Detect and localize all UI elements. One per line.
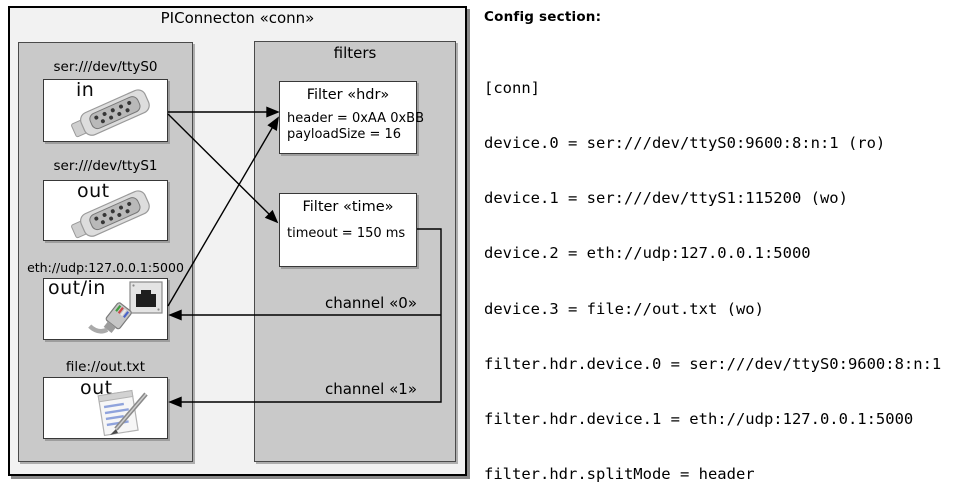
filter-property: payloadSize = 16 xyxy=(287,126,402,142)
filter-property: timeout = 150 ms xyxy=(287,226,406,241)
device-box-ttys1: out xyxy=(43,180,168,241)
filter-properties: timeout = 150 ms xyxy=(287,226,405,242)
serial-connector-icon xyxy=(71,89,150,138)
filter-title: Filter «hdr» xyxy=(306,87,390,103)
config-lines: [conn] device.0 = ser:///dev/ttyS0:9600:… xyxy=(484,42,951,484)
db9-connector xyxy=(71,190,150,239)
device-label-eth: eth://udp:127.0.0.1:5000 xyxy=(27,260,184,275)
config-line: device.1 = ser:///dev/ttyS1:115200 (wo) xyxy=(484,189,848,208)
filter-box-time: Filter «time» timeout = 150 ms xyxy=(279,193,417,267)
config-line: device.3 = file://out.txt (wo) xyxy=(484,299,764,318)
port-direction-label: out xyxy=(80,377,113,399)
channel-0-label: channel «0» xyxy=(324,294,417,312)
config-line: device.2 = eth://udp:127.0.0.1:5000 xyxy=(484,244,811,263)
db9-connector xyxy=(71,89,150,138)
config-line: filter.hdr.splitMode = header xyxy=(484,465,755,484)
ethernet-icon xyxy=(88,281,163,334)
filter-title: Filter «time» xyxy=(302,199,394,215)
filter-properties: header = 0xAA 0xBB payloadSize = 16 xyxy=(287,111,424,142)
channel-1-label: channel «1» xyxy=(324,380,417,398)
device-label-ttys0: ser:///dev/ttyS0 xyxy=(53,59,158,75)
serial-connector-icon xyxy=(71,190,150,239)
filter-box-hdr: Filter «hdr» header = 0xAA 0xBB payloadS… xyxy=(279,81,424,154)
config-line: device.0 = ser:///dev/ttyS0:9600:8:n:1 (… xyxy=(484,134,886,153)
filter-property: header = 0xAA 0xBB xyxy=(287,111,425,126)
filters-container-label: filters xyxy=(333,44,377,62)
rj45-plug xyxy=(88,302,132,334)
device-box-ttys0: in xyxy=(43,79,168,142)
config-line: filter.hdr.device.1 = eth://udp:127.0.0.… xyxy=(484,410,914,429)
pen xyxy=(110,392,148,435)
config-heading: Config section: xyxy=(484,9,602,25)
file-notepad-icon xyxy=(97,389,148,437)
device-box-file: out xyxy=(43,377,168,439)
diagram-title: PIConnecton «conn» xyxy=(160,9,315,27)
config-line: filter.hdr.device.0 = ser:///dev/ttyS0:9… xyxy=(484,354,942,373)
rj45-socket xyxy=(129,281,163,314)
device-label-file: file://out.txt xyxy=(65,359,146,375)
port-direction-label: out xyxy=(77,180,110,202)
device-box-eth: out/in xyxy=(43,278,168,340)
port-direction-label: out/in xyxy=(48,277,106,299)
notepad xyxy=(97,389,139,437)
port-direction-label: in xyxy=(76,79,95,101)
config-line: [conn] xyxy=(484,78,540,97)
device-label-ttys1: ser:///dev/ttyS1 xyxy=(53,158,158,174)
config-section: Config section: [conn] device.0 = ser://… xyxy=(484,9,964,483)
